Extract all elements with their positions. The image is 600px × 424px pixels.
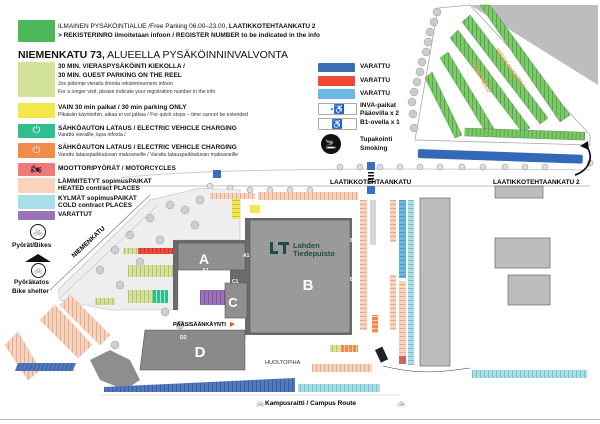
door-c2: C2	[191, 300, 198, 306]
street-label-top: LAATIKKOTEHTAANKATU	[330, 179, 412, 186]
lahden-tiedepuisto-logo: Lahden Tiedepuisto	[270, 241, 335, 258]
plug-icon: ⏻	[32, 125, 41, 136]
smoking-label-en: Smoking	[360, 145, 388, 152]
guest-parking-swatch	[18, 62, 55, 97]
bike-icon: 🚲	[397, 400, 406, 407]
guest-parking-label: 30 MIN. VIERASPYSÄKÖINTI KIEKOLLA /	[58, 63, 185, 70]
door-d1: D1	[245, 340, 252, 346]
door-d2: D2	[180, 335, 187, 341]
wheelchair-icon: ♿	[331, 119, 344, 129]
heated-label: LÄMMITETYT sopimusPAIKAT	[58, 178, 152, 185]
ev-charging-contract-swatch: ⏻	[18, 143, 55, 158]
free-parking-note: > REKISTERINRO ilmoitetaan infoon / REGI…	[58, 32, 320, 39]
motorcycle-label: MOOTTORIPYÖRÄT / MOTORCYCLES	[58, 165, 176, 172]
reserved-light-blue-label: VARATTU	[360, 90, 391, 97]
bike-shelter-label-en: Bike shelter	[12, 288, 49, 295]
bike-icon: 🚲	[256, 400, 265, 407]
divider	[0, 419, 600, 420]
section-title: NIEMENKATU 73, ALUEELLA PYSÄKÖINNINVALVO…	[18, 49, 288, 61]
bikes-label: Pyörät/Bikes	[12, 242, 52, 249]
ev-contract-label: SÄHKÖAUTON LATAUS / ELECTRIC VEHICLE CHA…	[58, 144, 237, 151]
campus-route-label: Kampusraitti / Campus Route	[265, 400, 356, 407]
smoking-label: Tupakointi	[360, 136, 393, 143]
building-a-label: A	[199, 251, 209, 267]
svg-text:Tiedepuisto: Tiedepuisto	[293, 249, 335, 258]
smoking-icon: 🚬	[321, 134, 341, 154]
free-parking-label: ILMAINEN PYSÄKÖINTIALUE /Free Parking 06…	[58, 23, 316, 30]
sand-field-area: HIEKKAKENTTÄ SAND FIELD	[407, 4, 598, 164]
door-b5: B5	[270, 335, 277, 341]
building-c-label: C	[228, 295, 238, 310]
inva-label: INVA-paikat	[360, 102, 396, 109]
door-b4: B4	[299, 335, 306, 341]
parking-right	[14, 200, 587, 392]
door-a2: A2	[202, 268, 209, 274]
bike-shelter-area	[90, 350, 140, 390]
ev-contract-note: Varattu latauspaikkaluvan maksaneille / …	[58, 152, 239, 158]
motorcycle-icon: 🏍	[30, 164, 43, 174]
building-b-label: B	[303, 277, 314, 294]
motorcycle-swatch: 🏍	[18, 163, 55, 176]
reserved-purple-label: VARATTUT	[58, 211, 93, 218]
inva-b1-label: B1-ovella x 1	[360, 119, 400, 126]
cold-swatch	[18, 195, 55, 209]
door-b2: B2	[350, 277, 357, 283]
svg-text:Lahden: Lahden	[293, 241, 320, 250]
reserved-red-label: VARATTU	[360, 77, 391, 84]
inva-ev-swatch: ▪♿	[318, 103, 357, 115]
wheelchair-icon: ♿	[333, 104, 345, 114]
trees-row	[407, 7, 442, 133]
reserved-red-swatch	[318, 76, 355, 86]
building-d-label: D	[195, 344, 206, 361]
buildings	[139, 185, 551, 371]
reserved-dark-blue-label: VARATTU	[360, 63, 391, 70]
short-parking-swatch	[18, 103, 55, 118]
door-b1: B1	[350, 238, 357, 244]
bike-shelter-icon	[25, 254, 51, 262]
door-d3: D3	[245, 347, 252, 353]
door-c1: C1	[232, 279, 239, 285]
bike-shelter-label: Pyöräkatos	[14, 279, 50, 286]
inva-b1-swatch: ♿	[318, 118, 357, 130]
heated-swatch	[18, 178, 55, 193]
door-a1: A1	[243, 253, 250, 259]
heated-label-en: HEATED contract PLACES	[58, 185, 140, 192]
bike-icon: 🚲	[31, 263, 46, 278]
bike-icon: 🚲	[30, 224, 46, 240]
reserved-light-blue-swatch	[318, 89, 355, 99]
reserved-dark-blue-swatch	[318, 63, 355, 72]
short-parking-note: Pikaisiin käynteihin, aikaa ei voi jatka…	[58, 112, 249, 118]
service-yard-label: HUOLTOPIHA	[265, 360, 301, 366]
main-entrance-label: PÄÄSISÄÄNKÄYNTI	[173, 321, 226, 328]
short-parking-label: VAIN 30 min paikat / 30 min parking ONLY	[58, 104, 187, 111]
street-label-right: LAATIKKOTEHTAANKATU 2	[493, 179, 580, 186]
parking-left	[95, 192, 358, 305]
reserved-purple-swatch	[18, 211, 55, 220]
cold-label: KYLMÄT sopimusPAIKAT	[58, 195, 137, 202]
plug-icon: ⏻	[32, 145, 41, 156]
reserved-dark-blue-row-top	[417, 149, 583, 164]
guest-parking-note-en: For a longer visit, please indicate your…	[58, 89, 216, 95]
guest-parking-label-en: 30 MIN. GUEST PARKING ON THE REEL	[58, 72, 182, 79]
inva-count-label: Pääovilla x 2	[360, 110, 400, 117]
ev-guest-label: SÄHKÖAUTON LATAUS / ELECTRIC VEHICLE CHA…	[58, 125, 237, 132]
door-b3: B3	[328, 335, 335, 341]
ev-charging-guest-swatch: ⏻	[18, 124, 55, 138]
free-parking-swatch	[18, 20, 55, 42]
crosswalk-sign-icon	[367, 162, 375, 170]
guest-parking-note-fi: Jos pidempi vierailu ilmoita rekisterinu…	[58, 81, 173, 87]
cold-label-en: COLD contract PLACES	[58, 202, 133, 209]
ev-guest-note: Varattu vieraille, lupa infosta /	[58, 132, 126, 138]
